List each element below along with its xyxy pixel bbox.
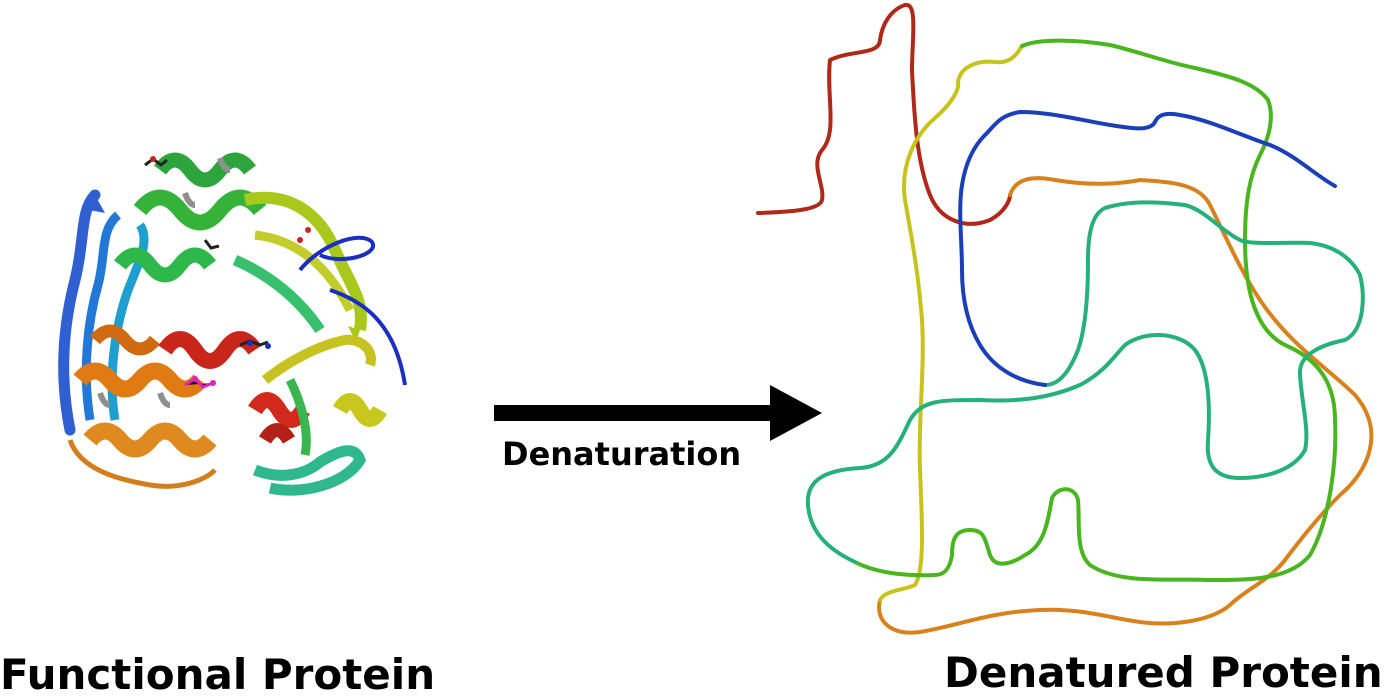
folded-protein-structure xyxy=(58,152,407,496)
denaturation-arrow xyxy=(494,385,822,441)
denaturation-label: Denaturation xyxy=(502,435,742,473)
denatured-protein-caption: Denatured Protein xyxy=(944,648,1383,697)
functional-protein-caption: Functional Protein xyxy=(0,650,436,699)
denatured-protein-chain xyxy=(756,2,1374,635)
